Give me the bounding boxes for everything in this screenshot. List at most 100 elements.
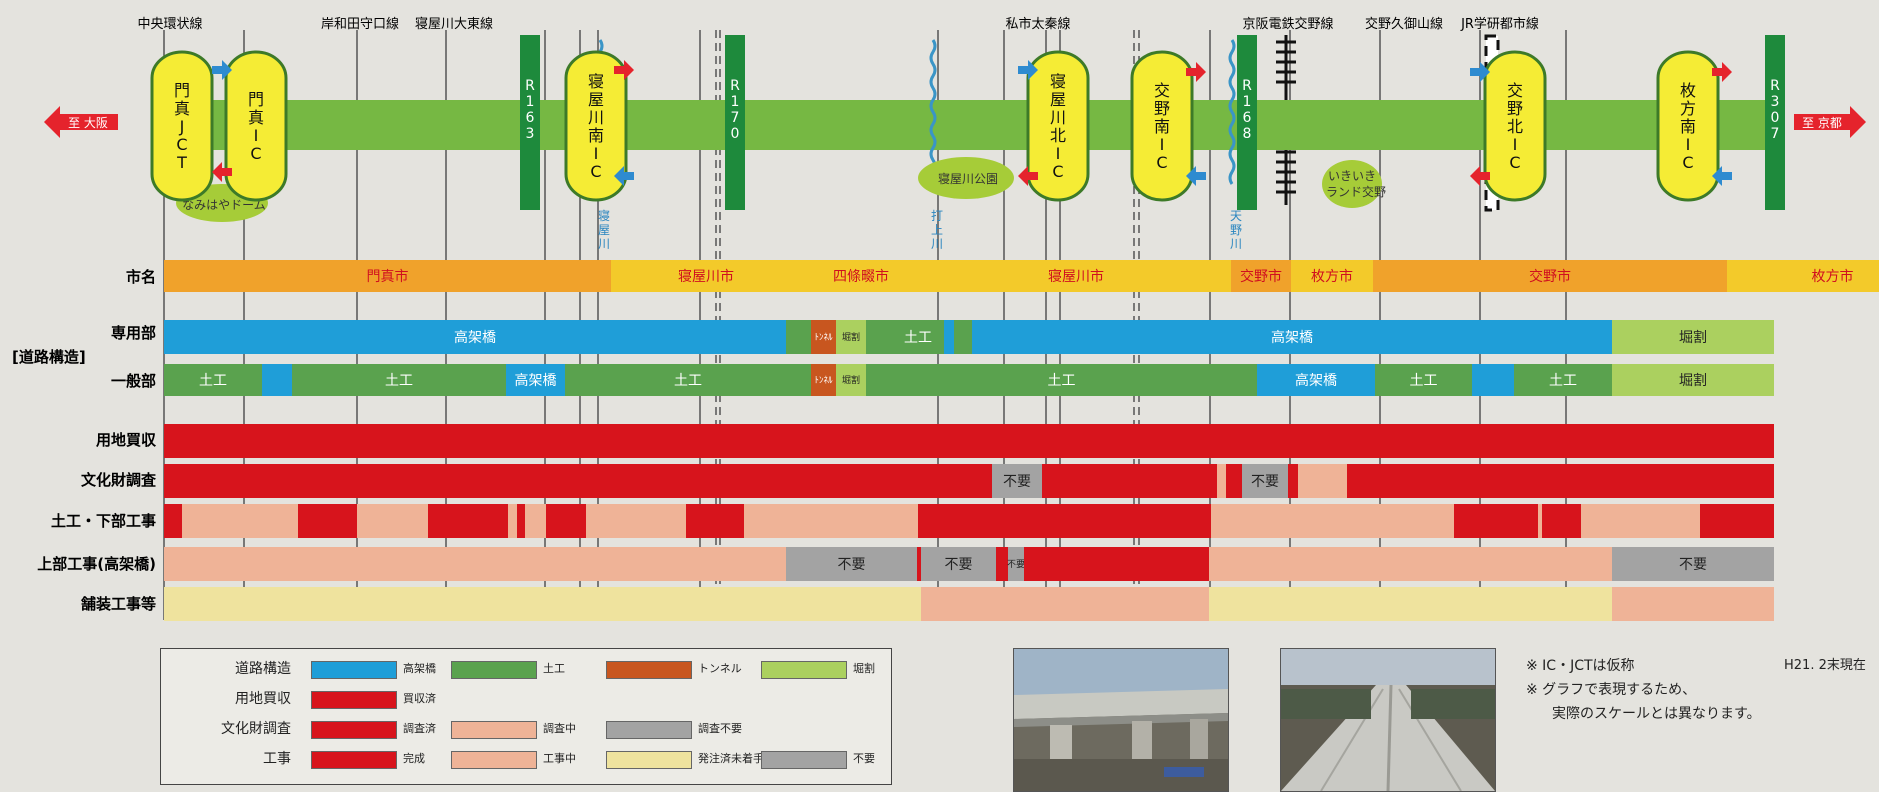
row-label-paving: 舗装工事等 <box>80 595 156 613</box>
segment-label: 堀割 <box>1679 372 1707 389</box>
status-row-upper: 不要不要不要不要 <box>164 547 1774 581</box>
interchange-label-char: 真 <box>174 99 190 118</box>
legend-swatch <box>311 751 397 769</box>
segment-label: 土工 <box>385 373 413 389</box>
status-segment <box>298 504 357 538</box>
legend-item-label: 買収済 <box>403 692 436 705</box>
route-label-char: 1 <box>731 94 740 110</box>
status-segment <box>1700 504 1774 538</box>
legend-item-label: 土工 <box>543 662 565 675</box>
legend-item-label: 調査中 <box>543 722 576 735</box>
segment-label: 枚方市 <box>1311 268 1353 285</box>
legend-row-label: 工事 <box>263 751 291 767</box>
status-segment <box>972 320 1612 354</box>
status-segment <box>164 587 921 621</box>
row-label-land: 用地買収 <box>96 431 157 449</box>
status-segment <box>517 504 525 538</box>
interchange-label-char: I <box>1686 135 1691 154</box>
route-label-char: 0 <box>1771 110 1780 126</box>
status-segment <box>1291 260 1373 292</box>
legend-swatch <box>311 661 397 679</box>
interchange-label-char: 交 <box>1154 81 1170 100</box>
legend-swatch <box>761 661 847 679</box>
row-label-upper: 上部工事(高架橋) <box>37 555 156 573</box>
interchange-label-char: C <box>1682 153 1693 172</box>
legend-row-label: 道路構造 <box>235 661 291 677</box>
status-segment <box>811 364 836 396</box>
status-segment <box>164 504 182 538</box>
legend-item-label: 完成 <box>403 752 425 765</box>
segment-label: 枚方市 <box>1812 268 1854 285</box>
status-segment <box>1373 260 1727 292</box>
interchange-label-char: C <box>250 144 261 163</box>
status-segment <box>996 547 1008 581</box>
legend-swatch <box>606 751 692 769</box>
segment-label: 土工 <box>1549 373 1577 389</box>
status-segment <box>182 504 298 538</box>
status-segment <box>1612 547 1774 581</box>
status-segment <box>1375 364 1472 396</box>
route-label-char: R <box>525 78 535 94</box>
segment-label: 高架橋 <box>1295 372 1337 389</box>
ramp-arrow <box>1018 166 1038 186</box>
segment-label: 交野市 <box>1529 268 1571 285</box>
status-segment <box>866 320 892 354</box>
interchange-label-char: C <box>176 135 187 154</box>
status-row-cultural: 不要不要 <box>164 464 1774 498</box>
river-label-char: 川 <box>598 237 610 251</box>
segment-label: 不要 <box>1003 474 1031 490</box>
interchange-label-char: 川 <box>588 108 604 127</box>
interchange-shape <box>150 50 214 202</box>
interchange-label-char: I <box>1513 135 1518 154</box>
segment-label: 不要 <box>1679 557 1707 573</box>
ramp-arrow <box>1470 62 1490 82</box>
legend-item-label: 調査済 <box>403 722 436 735</box>
ikiiki-label-1: いきいき <box>1328 169 1376 183</box>
river-label-char: 上 <box>931 223 943 237</box>
status-segment <box>954 320 972 354</box>
legend-swatch <box>451 751 537 769</box>
status-segment <box>744 504 918 538</box>
ramp-arrow <box>1470 166 1490 186</box>
segment-label: 不要 <box>1007 559 1025 570</box>
interchange-label-char: C <box>1509 153 1520 172</box>
status-segment <box>1514 364 1612 396</box>
row-label-structure: [道路構造] <box>12 348 86 366</box>
route-label-char: 8 <box>1243 126 1252 142</box>
interchange-label-char: 野 <box>1154 99 1170 118</box>
segment-label: 堀割 <box>1679 329 1707 346</box>
status-segment <box>918 504 1211 538</box>
interchange-shape <box>1656 50 1720 202</box>
status-segment <box>1209 547 1612 581</box>
segment-label: 土工 <box>199 373 227 389</box>
to-osaka-sign: 至 大阪 <box>44 106 118 138</box>
interchange-label-char: 屋 <box>588 90 604 109</box>
status-segment <box>164 424 1774 458</box>
status-segment <box>525 504 546 538</box>
segment-label: 土工 <box>904 330 932 346</box>
ramp-arrow <box>614 166 634 186</box>
rail-label-jr: JR学研都市線 <box>1460 16 1539 32</box>
segment-label: 門真市 <box>367 268 409 285</box>
ramp-arrow <box>614 60 634 80</box>
status-segment <box>1231 260 1291 292</box>
status-segment <box>921 587 1209 621</box>
status-segment <box>546 504 586 538</box>
status-segment <box>586 504 686 538</box>
construction-photo-2 <box>1280 648 1496 792</box>
status-segment <box>1542 504 1581 538</box>
note-line-1: ※ IC・JCTは仮称 <box>1526 658 1635 674</box>
status-segment <box>921 260 1231 292</box>
status-segment <box>786 320 811 354</box>
segment-label: 四條畷市 <box>833 268 889 285</box>
to-kyoto-label: 至 京都 <box>1802 116 1842 130</box>
legend-item-label: 高架橋 <box>403 662 436 675</box>
interchange-shape <box>564 50 628 202</box>
status-segment <box>1209 587 1612 621</box>
row-label-city: 市名 <box>126 268 156 286</box>
route-label-char: 7 <box>1771 126 1780 142</box>
status-row-general: 土工土工高架橋土工ﾄﾝﾈﾙ堀割土工高架橋土工土工堀割 <box>164 364 1774 396</box>
segment-label: 堀割 <box>842 331 860 343</box>
